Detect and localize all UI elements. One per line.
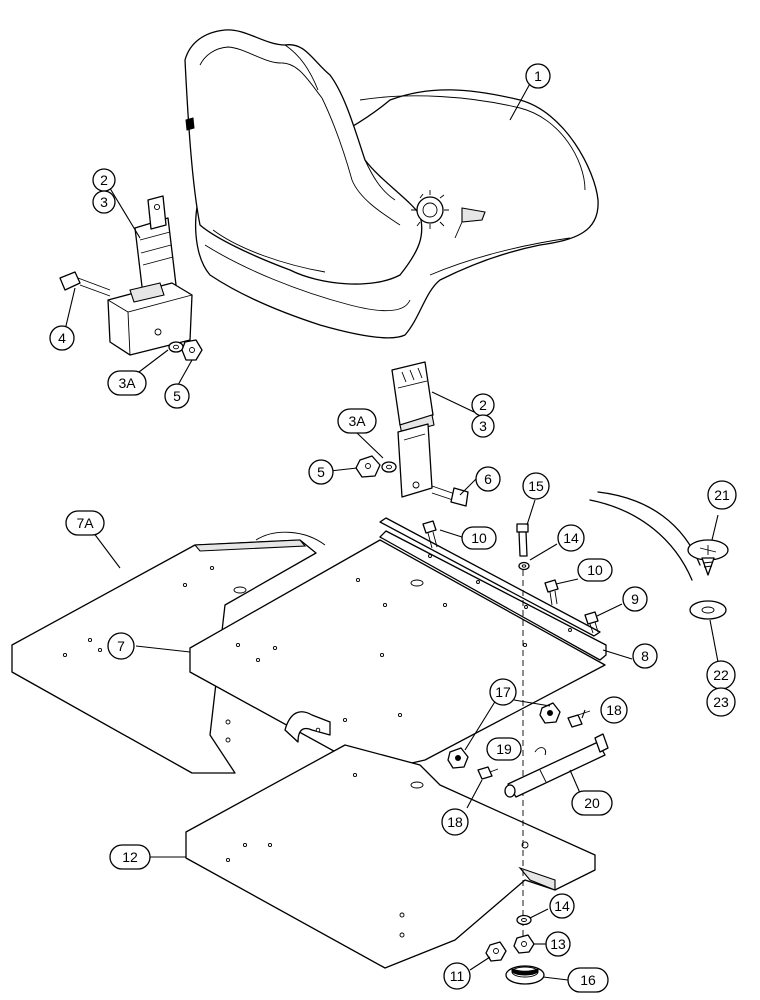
strip-upper <box>379 517 601 637</box>
locknut-17-left <box>447 747 469 769</box>
ball-stud-18-left <box>477 766 499 780</box>
callout-16: 16 <box>567 967 609 993</box>
callout-17: 17 <box>489 678 517 706</box>
callout-12-label: 12 <box>122 849 138 865</box>
callout-15: 15 <box>522 472 550 500</box>
callout-5-center-label: 5 <box>317 464 325 480</box>
callout-4: 4 <box>49 325 75 351</box>
bolt-6 <box>431 485 469 507</box>
callout-18-left: 18 <box>441 808 469 836</box>
callout-19-label: 19 <box>496 741 512 757</box>
callout-3-center: 3 <box>471 414 495 438</box>
callout-7: 7 <box>107 632 135 660</box>
callout-7a: 7A <box>65 510 105 536</box>
washer-14-upper <box>518 561 530 571</box>
callout-10-right: 10 <box>577 558 613 582</box>
nut-11 <box>485 941 507 962</box>
callout-5-left: 5 <box>164 383 190 409</box>
callout-7-label: 7 <box>117 638 125 654</box>
callout-20: 20 <box>571 790 613 816</box>
callout-6: 6 <box>475 466 501 492</box>
seat-belt-retractor-left <box>107 195 193 356</box>
washer-3a-left <box>168 341 184 353</box>
callout-7a-label: 7A <box>76 515 94 531</box>
screw-21 <box>687 539 729 576</box>
cap-16 <box>505 965 545 985</box>
callout-14-upper: 14 <box>557 524 585 552</box>
bolt-4 <box>59 271 111 297</box>
bolt-9 <box>584 611 599 634</box>
callout-5-left-label: 5 <box>173 388 181 404</box>
callout-3a-left-label: 3A <box>118 375 136 391</box>
callout-3-center-label: 3 <box>479 418 487 434</box>
plate-12 <box>185 744 596 969</box>
callout-13-label: 13 <box>550 936 566 952</box>
nut-5-center <box>355 455 381 478</box>
callout-22: 22 <box>706 660 736 690</box>
callout-20-label: 20 <box>584 795 600 811</box>
bolt-10-left <box>422 520 438 549</box>
callout-5-center: 5 <box>308 459 334 485</box>
callout-19: 19 <box>486 737 522 761</box>
callout-13: 13 <box>545 931 571 957</box>
callout-2-center: 2 <box>471 393 495 417</box>
callout-9: 9 <box>622 586 648 612</box>
callout-9-label: 9 <box>631 591 639 607</box>
washer-3a-center <box>381 461 397 473</box>
callout-1: 1 <box>525 63 551 89</box>
callout-11-label: 11 <box>450 968 465 984</box>
callout-18-left-label: 18 <box>447 814 463 830</box>
bolt-15 <box>516 523 529 557</box>
locknut-17-right <box>539 702 561 724</box>
callout-12: 12 <box>109 844 151 870</box>
callout-10-right-label: 10 <box>587 562 603 578</box>
nut-5-left <box>181 339 203 361</box>
seat-adjust-knob-icon <box>411 190 449 229</box>
callout-3-left-label: 3 <box>100 194 108 210</box>
callout-17-label: 17 <box>495 684 511 700</box>
callout-3a-center-label: 3A <box>348 413 366 429</box>
callout-10-left: 10 <box>461 526 497 550</box>
callout-23: 23 <box>706 687 736 717</box>
callout-18-right-label: 18 <box>606 702 622 718</box>
callout-2-left: 2 <box>92 168 116 192</box>
washer-22 <box>689 600 727 620</box>
callout-1-label: 1 <box>534 68 542 84</box>
callout-11: 11 <box>443 962 471 990</box>
callout-14-upper-label: 14 <box>563 530 579 546</box>
callout-2-center-label: 2 <box>479 397 487 413</box>
seat-belt-buckle-right <box>391 361 435 498</box>
callout-14-lower-label: 14 <box>554 898 570 914</box>
callout-3a-center: 3A <box>337 408 377 434</box>
curved-arrow-line <box>589 499 693 581</box>
callout-8: 8 <box>632 643 658 669</box>
strip-8 <box>379 530 607 661</box>
plate-7 <box>189 539 606 773</box>
callout-18-right: 18 <box>600 696 628 724</box>
callout-23-label: 23 <box>713 694 729 710</box>
callout-3a-left: 3A <box>107 370 147 396</box>
ball-stud-18-right <box>567 710 591 728</box>
callout-21-label: 21 <box>714 487 730 503</box>
callout-6-label: 6 <box>484 471 492 487</box>
nut-13 <box>513 934 535 954</box>
callout-21: 21 <box>707 480 737 510</box>
callout-8-label: 8 <box>641 648 649 664</box>
curved-arrow-line-2 <box>597 491 701 566</box>
bolt-10-right <box>544 579 559 606</box>
clip-19 <box>534 747 547 756</box>
leader-lines <box>64 79 719 981</box>
callout-15-label: 15 <box>528 478 544 494</box>
callout-10-left-label: 10 <box>471 530 487 546</box>
callout-4-label: 4 <box>58 330 66 346</box>
gas-spring-20 <box>504 733 609 798</box>
callout-16-label: 16 <box>580 972 596 988</box>
washer-14-lower <box>516 914 532 926</box>
seat <box>184 29 599 339</box>
callout-14-lower: 14 <box>549 893 575 919</box>
callout-2-left-label: 2 <box>100 172 108 188</box>
callout-22-label: 22 <box>713 667 729 683</box>
callout-3-left: 3 <box>92 190 116 214</box>
